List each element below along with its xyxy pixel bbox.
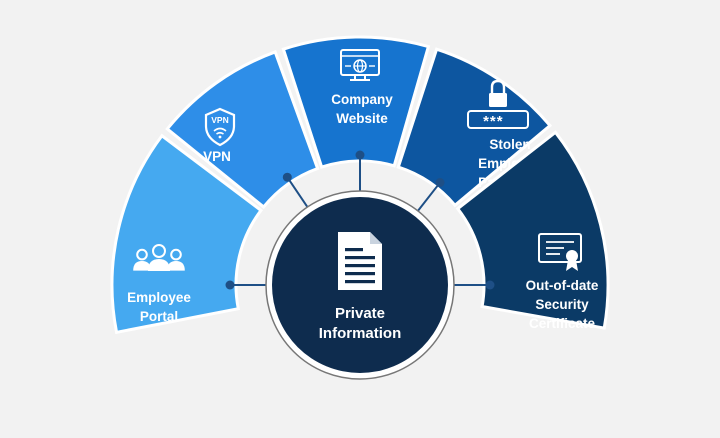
segment-label: VPN	[203, 149, 231, 164]
segment-label-line: Security	[535, 297, 589, 312]
lock-password-icon: ***_	[467, 79, 529, 130]
segment-label-line: Employee	[127, 290, 191, 305]
segment-vpn: VPN VPN	[165, 50, 320, 210]
connector-dot	[225, 280, 235, 290]
vpn-shield-icon: VPN	[204, 107, 236, 147]
connector-dot	[355, 150, 365, 160]
segment-label-line: Website	[336, 111, 388, 126]
segment-shape	[165, 50, 320, 210]
center-title-line: Private	[335, 305, 385, 322]
connector-dot	[435, 178, 445, 188]
connector-dot	[282, 172, 292, 182]
segment-label-line: Portal	[140, 309, 178, 324]
center-title-line: Information	[319, 325, 402, 342]
document-icon	[338, 232, 382, 290]
certificate-icon	[538, 233, 582, 271]
segment-label-line: VPN	[203, 149, 231, 164]
password-icon-text: ***_	[483, 113, 513, 130]
segment-label-line: Certificate	[529, 316, 596, 331]
segment-label-line: Company	[331, 92, 393, 107]
connector-line	[286, 176, 310, 210]
segment-label-line: Stolen	[489, 137, 530, 152]
vpn-icon-text: VPN	[211, 115, 228, 125]
segment-shape	[110, 133, 264, 335]
connectors	[225, 150, 495, 290]
connector-line	[415, 181, 441, 214]
website-icon	[340, 49, 380, 81]
segment-shape	[455, 130, 610, 330]
connector-dot	[485, 280, 495, 290]
segment-shape	[281, 35, 431, 169]
segment-label-line: Out-of-date	[526, 278, 599, 293]
users-icon	[133, 244, 185, 271]
